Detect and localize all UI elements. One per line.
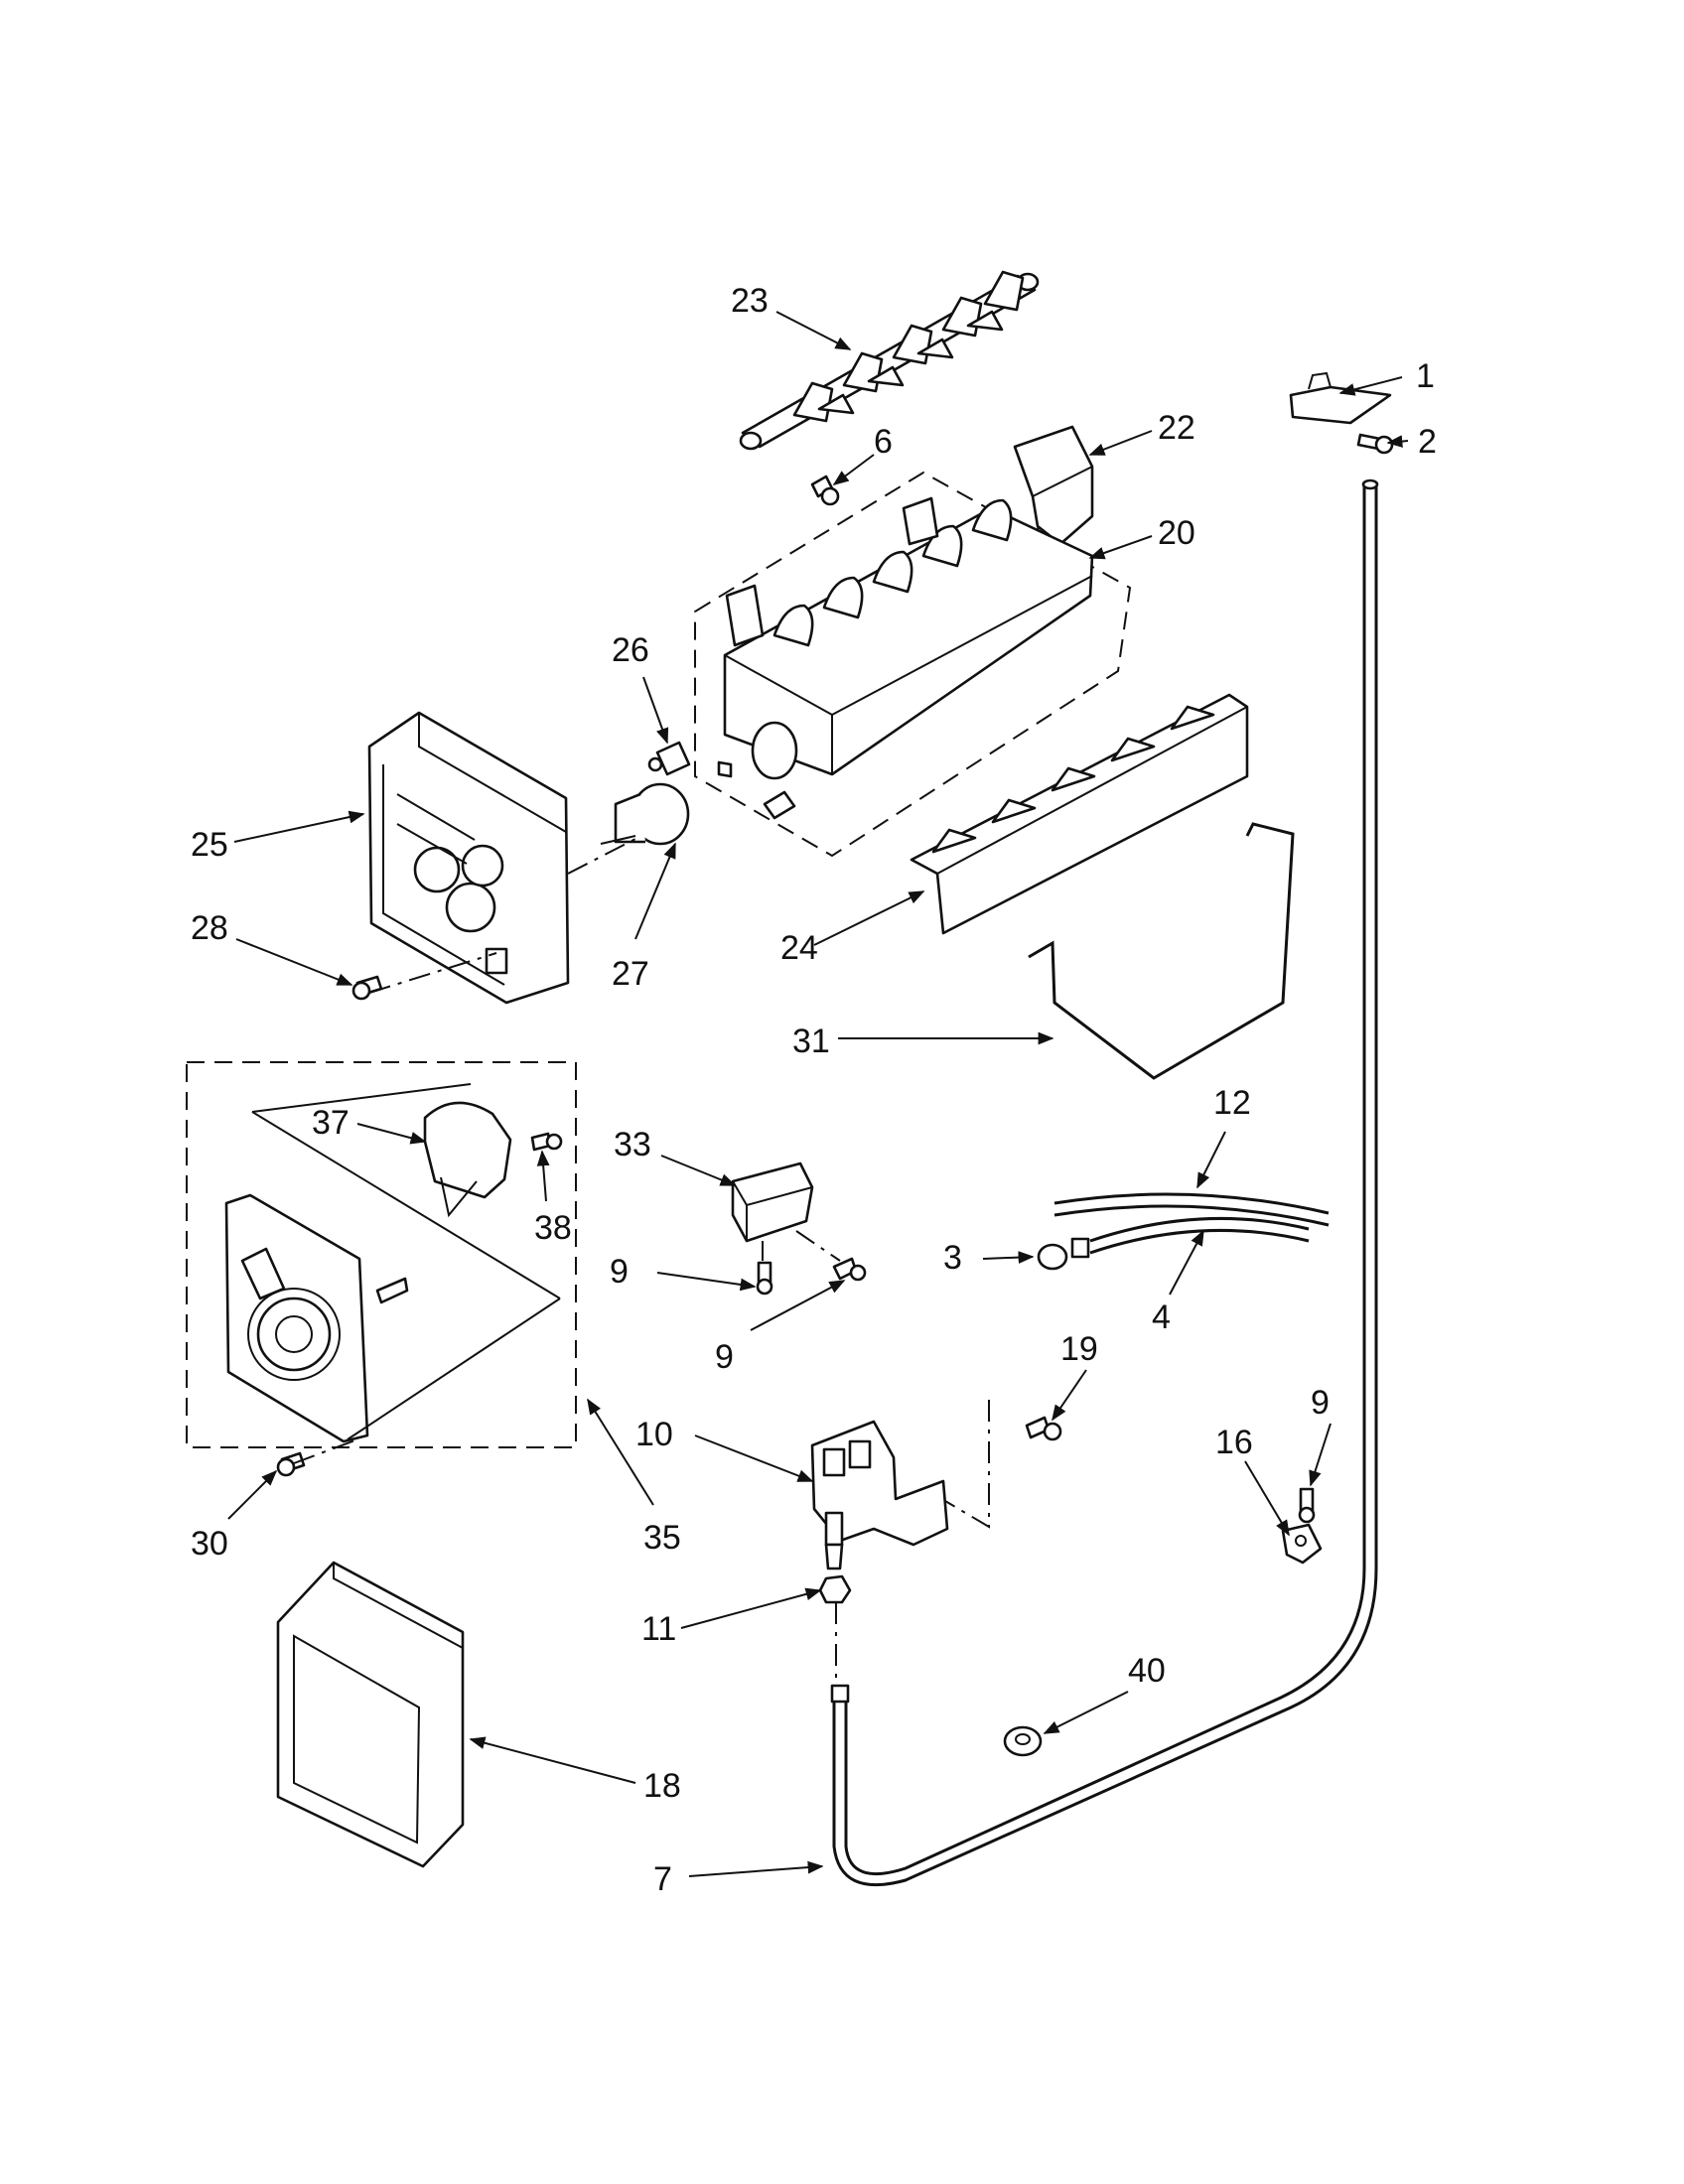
callout-labels: 1 2 3 4 6 7 9 9 9 10 11 12 16 18 19 20 2… [191,282,1437,1898]
part-clamp-16 [1281,1523,1323,1565]
part-mold [717,496,1094,820]
part-nut-11 [818,1574,852,1604]
part-screw-9a [756,1261,773,1296]
part-water-tube-b [844,484,1366,1876]
part-nut-40 [1003,1725,1043,1757]
part-screw-30 [276,1451,306,1477]
part-screw-19 [1025,1416,1062,1441]
callout-3: 3 [943,1239,962,1277]
axis-line-25 [567,838,636,875]
callout-11: 11 [641,1610,676,1648]
part-cover-18 [276,1561,465,1868]
callout-20: 20 [1158,514,1195,552]
part-bracket-33 [731,1161,814,1243]
callout-2: 2 [1418,423,1437,461]
part-ejector [739,270,1040,451]
callout-18: 18 [643,1767,681,1805]
callout-1: 1 [1416,357,1435,395]
callout-16: 16 [1215,1424,1253,1461]
callout-25: 25 [191,826,228,864]
callout-19: 19 [1060,1330,1098,1368]
part-screw-6 [810,475,840,506]
part-stripper [910,693,1249,935]
callout-26: 26 [612,631,649,669]
part-screw-28 [351,975,383,1001]
part-tube-4b [1089,1229,1310,1255]
part-wire-arm [1028,822,1295,1080]
part-water-tube [832,484,1378,1887]
part-clip [647,741,691,776]
callout-35: 35 [643,1519,681,1557]
callout-28: 28 [191,909,228,947]
part-tube-4 [1089,1217,1310,1243]
part-motor [423,1101,512,1218]
part-bracket [1289,371,1392,425]
part-thermostat [600,782,690,846]
part-screw-38 [530,1132,563,1152]
callout-40: 40 [1128,1652,1166,1690]
part-tube-12b [1053,1204,1330,1227]
part-motor-plate [224,1193,409,1443]
guide-line-c [347,1297,561,1440]
mold-group-outline [694,471,1132,858]
part-screw-9b [832,1257,867,1282]
callout-30: 30 [191,1525,228,1563]
callout-31: 31 [792,1023,830,1060]
axis-line-33b [795,1230,841,1262]
callout-37: 37 [312,1104,350,1142]
callout-12: 12 [1213,1084,1251,1122]
callout-4: 4 [1152,1298,1171,1336]
callout-23: 23 [731,282,769,320]
part-water-valve [810,1420,949,1570]
part-tube-12 [1053,1192,1330,1215]
callout-27: 27 [612,955,649,993]
part-screw-2 [1356,433,1394,455]
callout-7: 7 [653,1860,672,1898]
axis-line-30 [293,1438,358,1464]
part-screw-9c [1298,1487,1316,1524]
callout-22: 22 [1158,409,1195,447]
motor-group-outline [186,1061,577,1448]
callout-33: 33 [614,1126,651,1163]
callout-9c: 9 [1311,1384,1330,1422]
guide-line-b [251,1083,472,1113]
axis-line-19 [944,1400,990,1529]
callout-38: 38 [534,1209,572,1247]
leader-lines [227,311,1409,1877]
callout-10: 10 [635,1416,673,1453]
part-module-housing [367,711,570,1005]
callout-24: 24 [780,929,818,967]
guide-line-a [251,1111,561,1299]
callout-9a: 9 [610,1253,629,1291]
callout-6: 6 [874,423,893,461]
part-nut-3 [1037,1237,1090,1271]
callout-9b: 9 [715,1338,734,1376]
